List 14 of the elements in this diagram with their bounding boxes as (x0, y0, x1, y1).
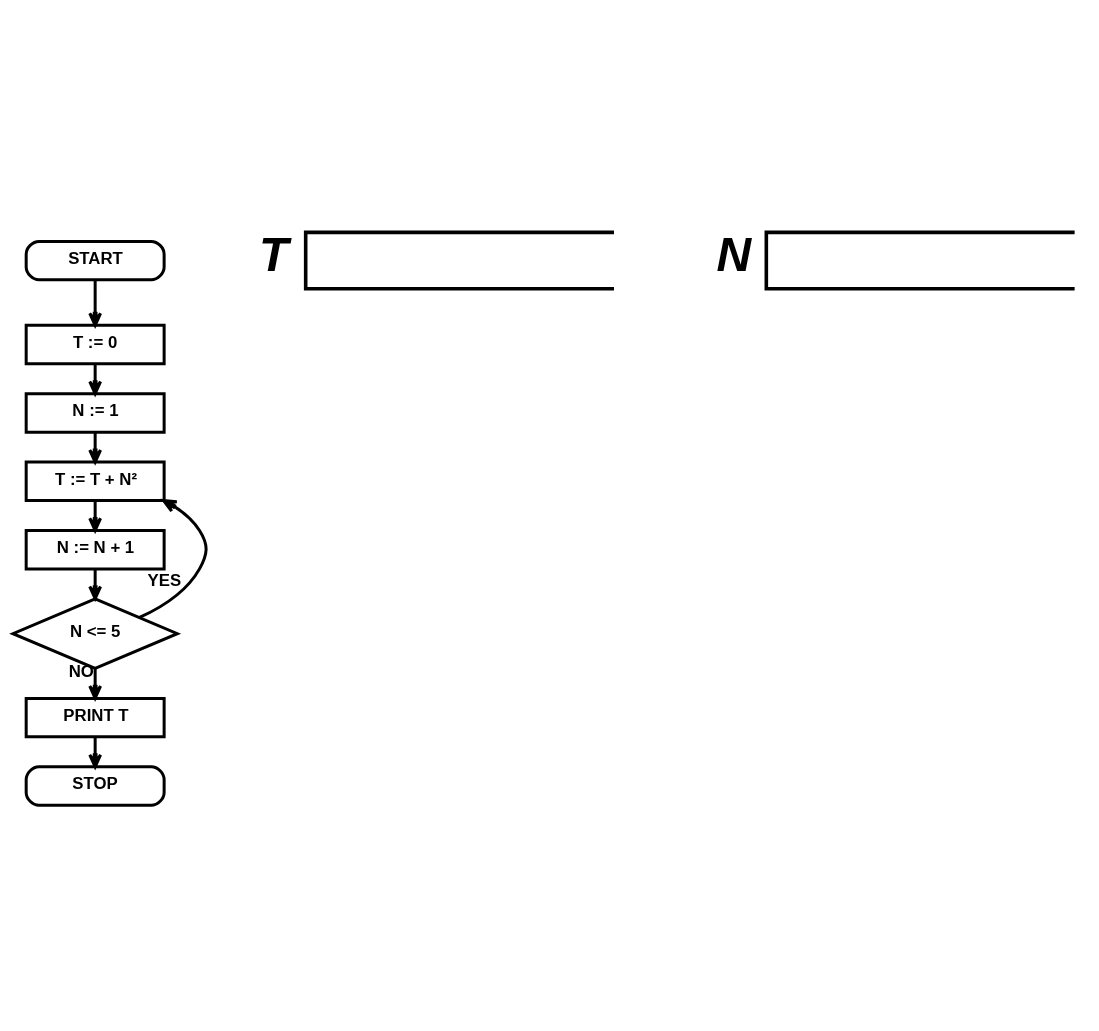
arrow (138, 499, 208, 619)
arrow (88, 569, 103, 601)
node-box: T := T + N² (24, 460, 166, 502)
arrow (88, 668, 103, 700)
node-box: START (24, 239, 166, 282)
node-box: N := 1 (24, 392, 166, 434)
edge-label: YES (147, 570, 182, 590)
label: N (716, 228, 752, 282)
node-box: PRINT T (24, 696, 166, 739)
node-box: T := 0 (24, 323, 166, 366)
node-box: STOP (24, 765, 166, 807)
arrow (88, 432, 103, 464)
node-box: N := N + 1 (24, 529, 166, 571)
arrow (88, 279, 103, 327)
